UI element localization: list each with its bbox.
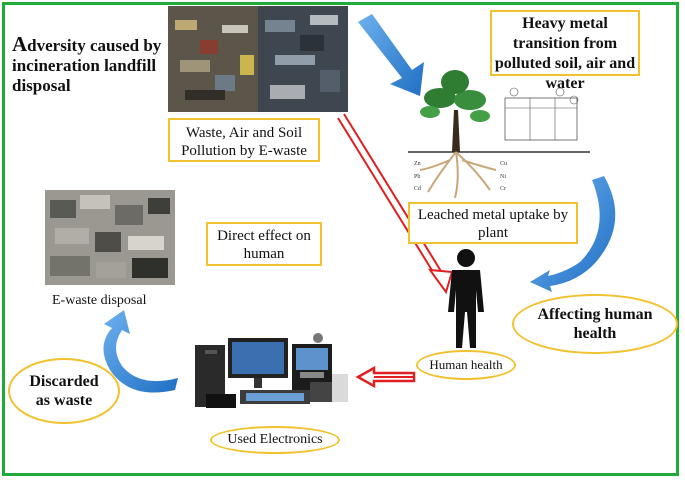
heavy-metal-box: Heavy metal transition from polluted soi… <box>490 10 640 92</box>
direct-effect-box: Direct effect on human <box>206 222 322 266</box>
blue-arrow-right <box>530 176 616 292</box>
affecting-health-oval: Affecting human health <box>512 294 678 354</box>
human-silhouette-icon <box>448 249 484 348</box>
ewaste-disposal-label: E-waste disposal <box>52 293 147 308</box>
human-health-oval: Human health <box>416 350 516 380</box>
junk-pile-photo <box>168 6 348 112</box>
plant-roots-icon: Zn Pb Cd Cu Ni Cr <box>408 70 590 199</box>
svg-text:Zn: Zn <box>414 161 421 167</box>
leached-uptake-box: Leached metal uptake by plant <box>408 202 578 244</box>
electronics-photo <box>195 333 348 408</box>
svg-text:Cd: Cd <box>414 186 421 192</box>
red-arrow-diagonal <box>337 113 454 295</box>
svg-text:Cr: Cr <box>500 186 506 192</box>
svg-text:Ni: Ni <box>500 174 506 180</box>
waste-pollution-box: Waste, Air and Soil Pollution by E-waste <box>168 118 320 162</box>
blue-arrow-left <box>103 310 178 393</box>
diagram-frame <box>2 2 679 476</box>
red-arrow-horizontal <box>355 365 416 389</box>
discarded-oval: Discarded as waste <box>8 358 120 424</box>
ewaste-disposal-photo <box>45 190 175 285</box>
used-electronics-oval: Used Electronics <box>210 426 340 454</box>
svg-text:Cu: Cu <box>500 161 507 167</box>
blue-arrow-top <box>358 14 424 96</box>
adversity-label: Adversity caused by incineration landfil… <box>12 32 162 96</box>
svg-text:Pb: Pb <box>414 174 420 180</box>
